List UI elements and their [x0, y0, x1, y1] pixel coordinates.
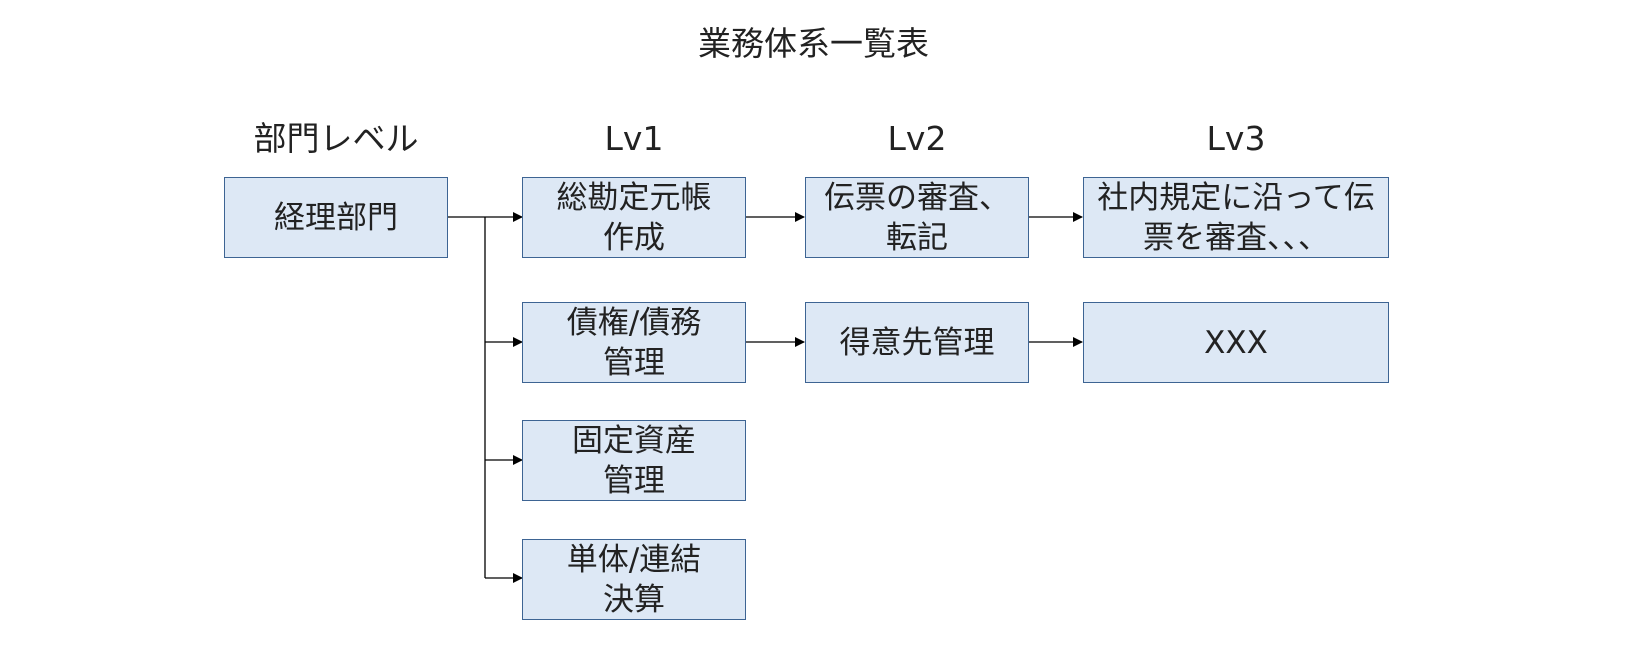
node-lv2-customer-management: 得意先管理	[805, 302, 1029, 383]
node-lv1-general-ledger: 総勘定元帳 作成	[522, 177, 746, 258]
node-dept: 経理部門	[224, 177, 448, 258]
header-lv1: Lv1	[604, 119, 664, 158]
header-lv3: Lv3	[1206, 119, 1266, 158]
node-lv1-closing: 単体/連結 決算	[522, 539, 746, 620]
node-lv2-voucher-review: 伝票の審査、 転記	[805, 177, 1029, 258]
node-lv1-receivables-payables: 債権/債務 管理	[522, 302, 746, 383]
node-lv3-voucher-review-detail: 社内規定に沿って伝 票を審査、、、	[1083, 177, 1389, 258]
node-lv1-fixed-assets: 固定資産 管理	[522, 420, 746, 501]
header-lv2: Lv2	[887, 119, 947, 158]
node-lv3-xxx: XXX	[1083, 302, 1389, 383]
diagram-title: 業務体系一覧表	[698, 24, 929, 63]
header-dept: 部門レベル	[253, 119, 419, 158]
